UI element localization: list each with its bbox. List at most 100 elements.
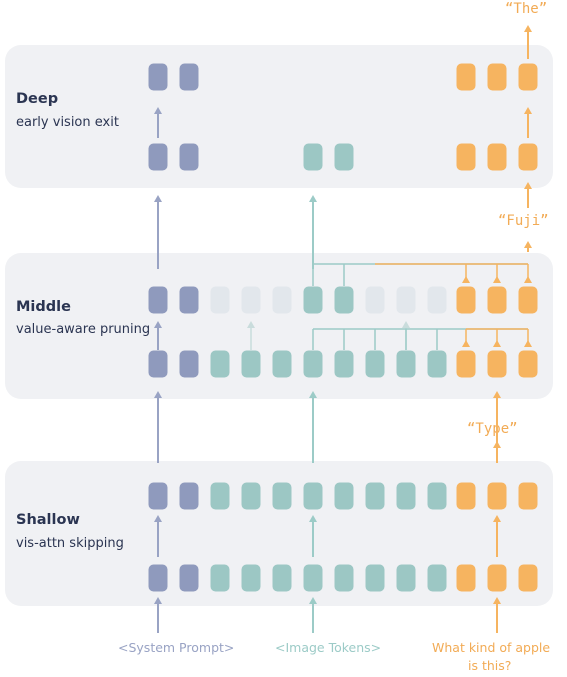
middle-faint-arrow-4-head <box>247 321 255 328</box>
deep-to-the-arrow-head <box>524 25 532 32</box>
middle-row2-image-token-3 <box>210 286 230 314</box>
shallow-to-middle-arrow-6-head <box>309 391 317 398</box>
middle-row1-system-token-1 <box>148 350 168 378</box>
middle-row1-system-token-2 <box>179 350 199 378</box>
shallow-layer-title: Shallow <box>16 512 80 528</box>
shallow-to-middle-arrow-1-head <box>154 391 162 398</box>
middle-row1-image-token-9 <box>396 350 416 378</box>
shallow-row2-image-token-6 <box>303 482 323 510</box>
deep-row1-text-token-13 <box>518 143 538 171</box>
shallow-row2-text-token-12 <box>487 482 507 510</box>
middle-row2-image-token-9 <box>396 286 416 314</box>
shallow-row2-system-token-2 <box>179 482 199 510</box>
attention-lower-arrow-11-head <box>462 340 470 347</box>
middle-row2-system-token-2 <box>179 286 199 314</box>
middle-row2-image-token-4 <box>241 286 261 314</box>
middle-faint-arrow-9-head <box>402 321 410 328</box>
deep-row2-text-token-12 <box>487 63 507 91</box>
middle-row1-image-token-5 <box>272 350 292 378</box>
shallow-row1-image-token-4 <box>241 564 261 592</box>
shallow-inner-arrow-1-head <box>154 515 162 522</box>
shallow-row1-text-token-11 <box>456 564 476 592</box>
input-arrow-text-head <box>493 597 501 604</box>
shallow-row2-image-token-5 <box>272 482 292 510</box>
middle-to-deep-arrow-1-head <box>154 195 162 202</box>
middle-row2-text-token-12 <box>487 286 507 314</box>
shallow-to-middle-arrow-12-head <box>493 391 501 398</box>
deep-row1-system-token-1 <box>148 143 168 171</box>
shallow-row1-image-token-5 <box>272 564 292 592</box>
deep-row1-image-token-7 <box>334 143 354 171</box>
middle-row2-image-token-7 <box>334 286 354 314</box>
shallow-row2-image-token-7 <box>334 482 354 510</box>
deep-row2-system-token-2 <box>179 63 199 91</box>
middle-row1-text-token-13 <box>518 350 538 378</box>
shallow-row1-image-token-7 <box>334 564 354 592</box>
shallow-row2-image-token-9 <box>396 482 416 510</box>
middle-row1-image-token-8 <box>365 350 385 378</box>
middle-row1-text-token-11 <box>456 350 476 378</box>
middle-row2-image-token-5 <box>272 286 292 314</box>
deep-row2-text-token-13 <box>518 63 538 91</box>
shallow-inner-arrow-6-head <box>309 515 317 522</box>
attention-lower-arrow-13-head <box>524 340 532 347</box>
deep-layer-subtitle: early vision exit <box>16 115 119 130</box>
shallow-row1-image-token-8 <box>365 564 385 592</box>
middle-row1-image-token-4 <box>241 350 261 378</box>
shallow-row2-text-token-13 <box>518 482 538 510</box>
deep-row2-text-token-11 <box>456 63 476 91</box>
middle-layer-subtitle: value-aware pruning <box>16 322 151 337</box>
deep-row1-system-token-2 <box>179 143 199 171</box>
middle-row1-text-token-12 <box>487 350 507 378</box>
middle-inner-arrow-system-head <box>154 321 162 328</box>
deep-row1-text-token-11 <box>456 143 476 171</box>
middle-row1-image-token-6 <box>303 350 323 378</box>
middle-row2-text-token-13 <box>518 286 538 314</box>
shallow-row1-text-token-13 <box>518 564 538 592</box>
middle-row1-image-token-7 <box>334 350 354 378</box>
shallow-row1-system-token-2 <box>179 564 199 592</box>
deep-row1-image-token-6 <box>303 143 323 171</box>
question-label-line2: is this? <box>468 658 512 673</box>
output-token-the: “The” <box>505 1 548 17</box>
deep-inner-arrow-system-head <box>154 107 162 114</box>
shallow-row1-image-token-10 <box>427 564 447 592</box>
deep-layer-title: Deep <box>16 91 59 107</box>
output-token-fuji: “Fuji” <box>498 213 549 229</box>
shallow-layer-subtitle: vis-attn skipping <box>16 536 124 551</box>
shallow-row1-text-token-12 <box>487 564 507 592</box>
middle-row2-system-token-1 <box>148 286 168 314</box>
attention-upper-arrow-11-head <box>462 276 470 283</box>
input-arrow-image-head <box>309 597 317 604</box>
middle-to-deep-arrow-6-head <box>309 195 317 202</box>
middle-layer-title: Middle <box>16 299 71 315</box>
image-tokens-label: <Image Tokens> <box>275 640 382 655</box>
attention-upper-arrow-12-head <box>493 276 501 283</box>
shallow-row2-system-token-1 <box>148 482 168 510</box>
type-to-middle-arrow-head <box>493 441 501 448</box>
attention-lower-arrow-12-head <box>493 340 501 347</box>
question-label-line1: What kind of apple <box>432 640 551 655</box>
middle-row2-image-token-10 <box>427 286 447 314</box>
shallow-row2-image-token-8 <box>365 482 385 510</box>
middle-row1-image-token-3 <box>210 350 230 378</box>
deep-to-fuji-arrow-head <box>524 182 532 189</box>
middle-row2-image-token-6 <box>303 286 323 314</box>
shallow-row2-text-token-11 <box>456 482 476 510</box>
shallow-row2-image-token-3 <box>210 482 230 510</box>
middle-row2-text-token-11 <box>456 286 476 314</box>
shallow-row1-image-token-3 <box>210 564 230 592</box>
middle-row1-image-token-10 <box>427 350 447 378</box>
attention-upper-arrow-13-head <box>524 276 532 283</box>
shallow-row1-image-token-6 <box>303 564 323 592</box>
shallow-row2-image-token-4 <box>241 482 261 510</box>
middle-row2-image-token-8 <box>365 286 385 314</box>
shallow-row2-image-token-10 <box>427 482 447 510</box>
shallow-row1-image-token-9 <box>396 564 416 592</box>
input-arrow-system-head <box>154 597 162 604</box>
shallow-inner-arrow-12-head <box>493 515 501 522</box>
deep-row2-system-token-1 <box>148 63 168 91</box>
deep-inner-arrow-text-head <box>524 107 532 114</box>
shallow-row1-system-token-1 <box>148 564 168 592</box>
